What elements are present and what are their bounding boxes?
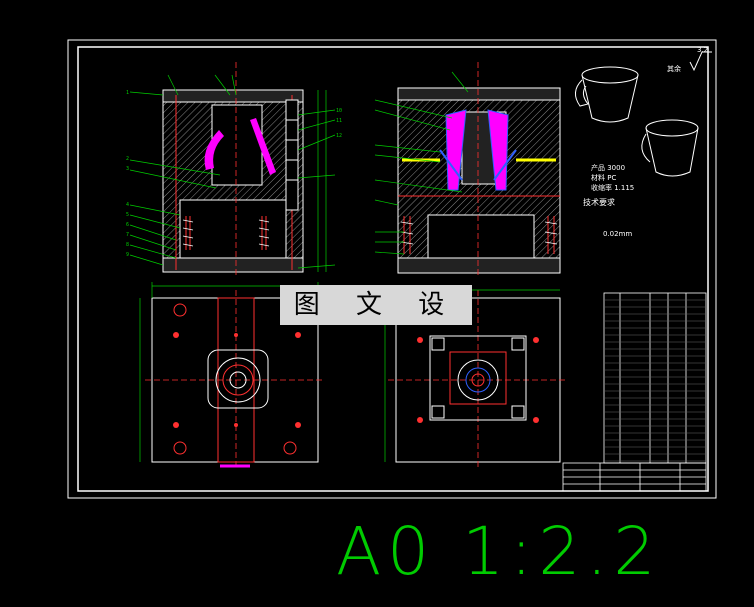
title-block bbox=[562, 462, 707, 492]
svg-text:10: 10 bbox=[336, 108, 342, 114]
svg-text:5: 5 bbox=[126, 212, 129, 218]
svg-text:6: 6 bbox=[126, 222, 129, 228]
inner-frame bbox=[77, 46, 709, 492]
tech-req-heading: 技术要求 bbox=[583, 198, 615, 207]
watermark-stamp: 图 文 设 计 bbox=[280, 285, 472, 360]
roughness-symbol-icon bbox=[689, 51, 712, 72]
svg-text:3: 3 bbox=[126, 166, 129, 172]
bom-rows bbox=[604, 299, 706, 462]
roughness-value: 3.2 bbox=[697, 46, 709, 54]
product-sketch-2 bbox=[641, 119, 699, 177]
svg-text:4: 4 bbox=[126, 202, 129, 208]
shrinkage-note: 收缩率 1.115 bbox=[591, 184, 635, 192]
svg-text:7: 7 bbox=[126, 232, 129, 238]
outer-frame bbox=[67, 39, 717, 499]
svg-text:12: 12 bbox=[336, 133, 342, 139]
svg-text:11: 11 bbox=[336, 118, 342, 124]
svg-text:2: 2 bbox=[126, 156, 129, 162]
svg-text:8: 8 bbox=[126, 242, 129, 248]
product-note: 产品 3000 bbox=[591, 164, 626, 172]
bom-table bbox=[603, 292, 707, 464]
roughness-rest-label: 其余 bbox=[667, 65, 681, 73]
side-section-view bbox=[374, 62, 561, 275]
svg-text:1: 1 bbox=[126, 90, 129, 96]
svg-text:9: 9 bbox=[126, 252, 129, 258]
sheet-size-scale-label: A0 1:2.2 bbox=[336, 513, 662, 590]
material-note: 材料 PC bbox=[591, 174, 617, 182]
product-sketch-1 bbox=[575, 66, 639, 123]
tolerance-note: 0.02mm bbox=[603, 230, 633, 238]
